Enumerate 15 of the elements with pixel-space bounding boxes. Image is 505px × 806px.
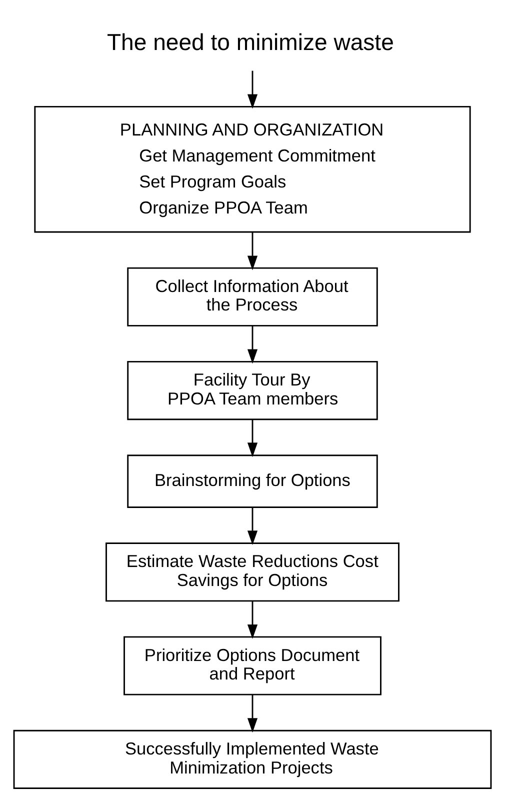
arrow: [247, 600, 258, 638]
arrow: [247, 419, 258, 457]
arrow: [247, 694, 258, 732]
node-box: Brainstorming for Options: [127, 454, 378, 508]
node-box: Facility Tour By PPOA Team members: [127, 360, 378, 420]
arrow: [247, 70, 258, 108]
arrow: [247, 232, 258, 270]
node-box: Estimate Waste Reductions Cost Savings for Options: [106, 542, 400, 602]
arrow: [247, 326, 258, 364]
node-box: Prioritize Options Document and Report: [124, 636, 382, 695]
arrow: [247, 507, 258, 545]
node-box: PLANNING AND ORGANIZATION Get Management Commitment Set Program Goals Organize PPOA Team: [34, 105, 471, 232]
node-box: Successfully Implemented Waste Minimization Projects: [13, 729, 492, 788]
node-text: The need to minimize waste: [106, 28, 394, 55]
node-box: Collect Information About the Process: [127, 266, 378, 326]
